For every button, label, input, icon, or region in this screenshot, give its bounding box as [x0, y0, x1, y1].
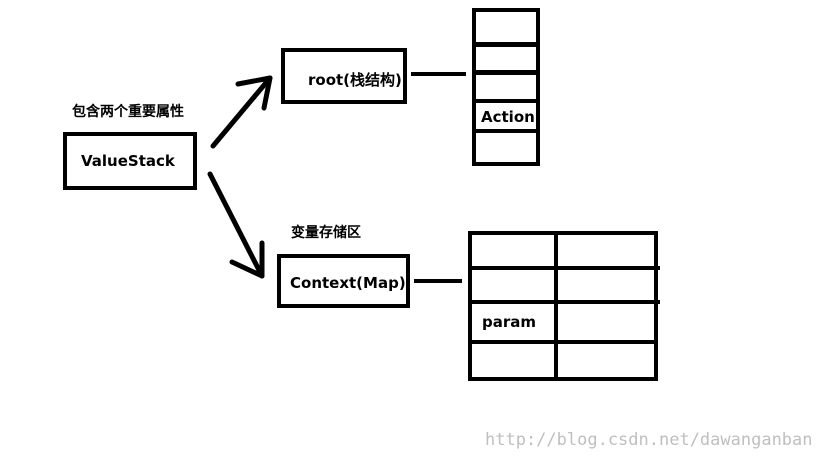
- arrow-valuestack-to-context: [207, 171, 265, 279]
- watermark-text: http://blog.csdn.net/dawanganban: [485, 430, 813, 450]
- valuestack-box: ValueStack: [63, 132, 197, 190]
- stack-cell-action-label: Action: [481, 108, 535, 126]
- map-cell-param-label: param: [482, 313, 537, 331]
- arrow-valuestack-to-root: [210, 75, 273, 149]
- context-annotation: 变量存储区: [291, 225, 361, 241]
- context-label: Context(Map): [290, 274, 406, 292]
- valuestack-label: ValueStack: [81, 152, 175, 170]
- map-table-frame: [468, 231, 658, 381]
- root-box: root(栈结构): [281, 48, 407, 104]
- stack-cell: Action: [472, 99, 540, 133]
- stack-cell: [472, 129, 540, 166]
- root-label: root(栈结构): [308, 71, 402, 89]
- context-box: Context(Map): [277, 254, 410, 308]
- valuestack-annotation: 包含两个重要属性: [72, 104, 184, 120]
